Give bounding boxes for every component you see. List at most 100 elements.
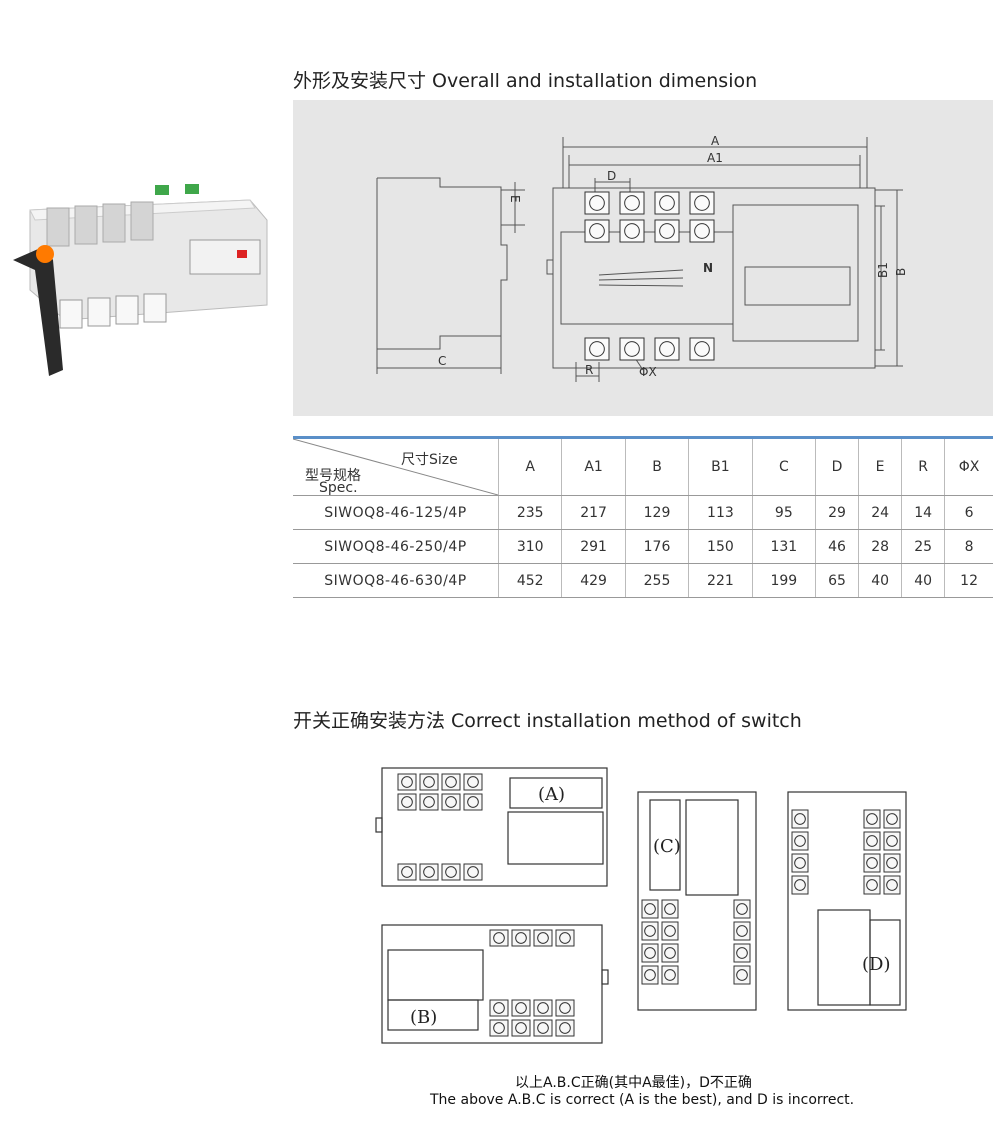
screw-icon [559, 1002, 571, 1014]
value-cell: 25 [901, 529, 945, 564]
screw-icon [515, 1022, 527, 1034]
spec-cell: SIWOQ8-46-125/4P [293, 495, 499, 530]
dim-label-e: E [508, 195, 522, 203]
screw-icon [694, 223, 710, 239]
dim-label-a1: A1 [707, 151, 723, 165]
screw-icon [794, 813, 806, 825]
screw-icon [445, 796, 457, 808]
column-header: E [858, 436, 902, 496]
label-a: (A) [538, 784, 565, 805]
screw-icon [736, 903, 748, 915]
value-cell: 40 [858, 563, 902, 598]
screw-icon [794, 857, 806, 869]
value-cell: 221 [688, 563, 753, 598]
spec-table: 尺寸Size 型号规格 Spec. A A1 B B1 C D E R ΦX S… [293, 436, 993, 598]
value-cell: 28 [858, 529, 902, 564]
dim-label-c: C [438, 354, 446, 368]
value-cell: 6 [944, 495, 993, 530]
value-cell: 176 [624, 529, 689, 564]
header-size-label: 尺寸Size [401, 452, 458, 468]
label-d: (D) [862, 954, 890, 975]
column-header: ΦX [944, 436, 993, 496]
screw-icon [401, 866, 413, 878]
screw-icon [624, 195, 640, 211]
installation-note-cn: 以上A.B.C正确(其中A最佳)，D不正确 [515, 1075, 752, 1091]
spec-cell: SIWOQ8-46-250/4P [293, 529, 499, 564]
screw-icon [886, 813, 898, 825]
value-cell: 291 [561, 529, 626, 564]
value-cell: 113 [688, 495, 753, 530]
column-header: C [751, 436, 816, 496]
screw-icon [866, 857, 878, 869]
value-cell: 429 [561, 563, 626, 598]
screw-icon [886, 857, 898, 869]
screw-icon [866, 879, 878, 891]
screw-icon [664, 925, 676, 937]
screw-icon [644, 969, 656, 981]
screw-icon [467, 776, 479, 788]
screw-icon [659, 223, 675, 239]
screw-icon [515, 932, 527, 944]
table-header-corner: 尺寸Size 型号规格 Spec. [293, 436, 499, 496]
screw-icon [866, 835, 878, 847]
column-header: D [815, 436, 859, 496]
diagram-d-body [787, 791, 907, 1011]
value-cell: 95 [751, 495, 816, 530]
header-spec-en-label: Spec. [319, 480, 358, 496]
screw-icon [886, 879, 898, 891]
value-cell: 217 [561, 495, 626, 530]
screw-icon [886, 835, 898, 847]
column-header: A1 [561, 436, 626, 496]
screw-icon [515, 1002, 527, 1014]
value-cell: 310 [497, 529, 562, 564]
installation-diagrams: (A) (B) (C) (D) [375, 767, 907, 1044]
dim-label-b: B [894, 268, 908, 276]
screw-icon [794, 879, 806, 891]
screw-icon [423, 776, 435, 788]
column-header: R [901, 436, 945, 496]
screw-icon [736, 969, 748, 981]
screw-icon [664, 947, 676, 959]
screw-icon [589, 341, 605, 357]
screw-icon [559, 932, 571, 944]
screw-icon [644, 947, 656, 959]
value-cell: 235 [497, 495, 562, 530]
value-cell: 14 [901, 495, 945, 530]
screw-icon [659, 195, 675, 211]
section-title-dimension: 外形及安装尺寸 Overall and installation dimensi… [293, 70, 758, 92]
value-cell: 65 [815, 563, 859, 598]
screw-icon [644, 903, 656, 915]
value-cell: 131 [751, 529, 816, 564]
installation-note-en: The above A.B.C is correct (A is the bes… [430, 1092, 855, 1108]
screw-icon [559, 1022, 571, 1034]
screw-icon [644, 925, 656, 937]
screw-icon [537, 1002, 549, 1014]
label-b: (B) [410, 1007, 437, 1028]
value-cell: 129 [624, 495, 689, 530]
dim-label-a: A [711, 134, 720, 148]
screw-icon [401, 796, 413, 808]
screw-icon [445, 776, 457, 788]
column-header: B1 [688, 436, 753, 496]
spec-cell: SIWOQ8-46-630/4P [293, 563, 499, 598]
header-diagonal-line [293, 439, 498, 495]
screw-icon [493, 1022, 505, 1034]
screw-icon [736, 947, 748, 959]
screw-icon [445, 866, 457, 878]
section-title-installation: 开关正确安装方法 Correct installation method of … [293, 710, 802, 732]
dim-label-phix: ΦX [639, 365, 657, 379]
screw-icon [659, 341, 675, 357]
letter-n: N [703, 261, 713, 275]
column-header: A [497, 436, 562, 496]
screw-icon [664, 903, 676, 915]
dim-label-d: D [607, 169, 616, 183]
value-cell: 255 [624, 563, 689, 598]
screw-icon [694, 341, 710, 357]
screw-icon [694, 195, 710, 211]
table-row: SIWOQ8-46-630/4P 452 429 255 221 199 65 … [293, 563, 993, 598]
product-photo [13, 184, 268, 376]
screw-icon [589, 223, 605, 239]
screw-icon [423, 796, 435, 808]
dim-label-r: R [585, 363, 593, 377]
value-cell: 40 [901, 563, 945, 598]
